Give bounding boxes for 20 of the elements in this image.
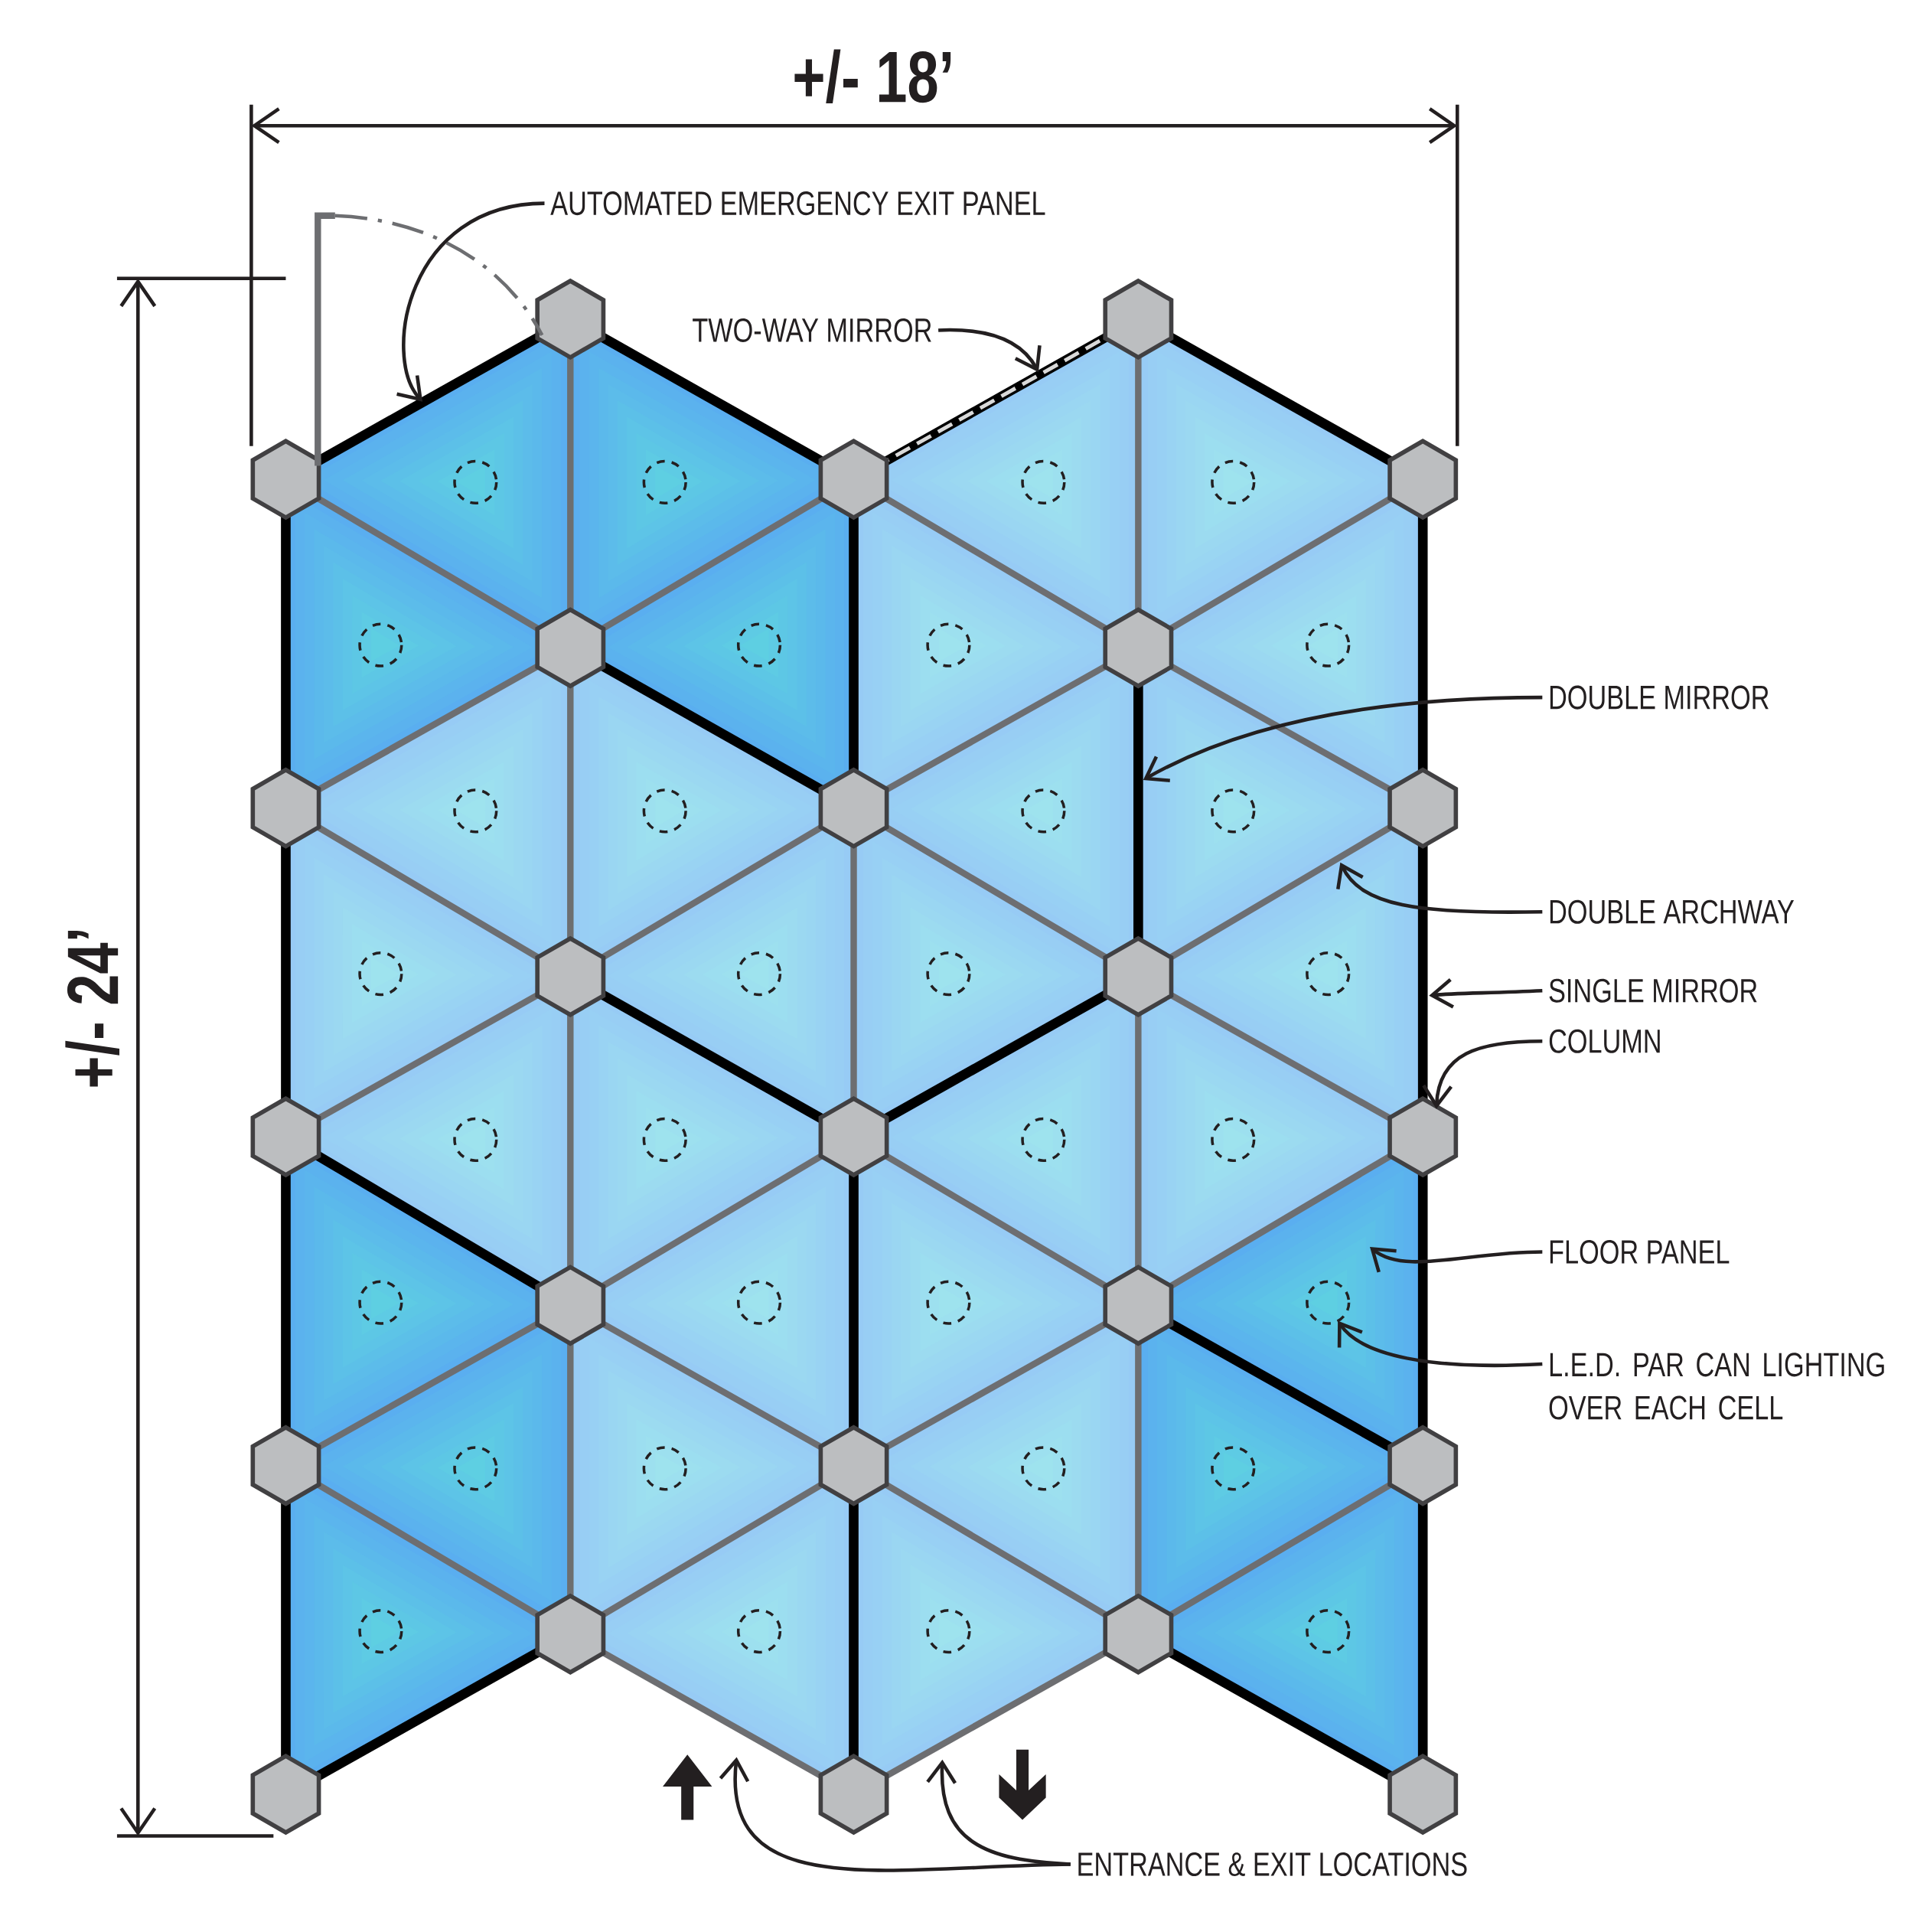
callout-label: COLUMN: [1550, 1029, 1660, 1053]
leader-line: [1338, 1320, 1543, 1368]
callout-label: ENTRANCE & EXIT LOCATIONS: [1078, 1852, 1467, 1877]
callout-label: FLOOR PANEL: [1550, 1239, 1730, 1265]
callout-label: DOUBLE ARCHWAY: [1550, 899, 1795, 924]
callout-label: DOUBLE MIRROR: [1550, 685, 1769, 710]
leader-line: [926, 1759, 1071, 1866]
leader-line: [1143, 695, 1543, 782]
leader-line: [1336, 862, 1543, 914]
callout-label: SINGLE MIRROR: [1549, 978, 1757, 1003]
leader-line: [1370, 1247, 1543, 1273]
leader-line: [1429, 978, 1543, 1009]
leader-line: [938, 328, 1042, 373]
callout-label: TWO-WAY MIRROR: [693, 318, 931, 342]
callout-label: AUTOMATED EMERGENCY EXIT PANEL: [550, 191, 1045, 216]
leader-line: [396, 201, 545, 402]
callout-label: L.E.D. PAR CAN LIGHTING OVER EACH CELL: [1549, 1353, 1884, 1420]
leader-line: [1422, 1039, 1543, 1109]
dimension-label: +/- 18’: [794, 49, 951, 104]
dimension-label: +/- 24’: [65, 930, 120, 1087]
